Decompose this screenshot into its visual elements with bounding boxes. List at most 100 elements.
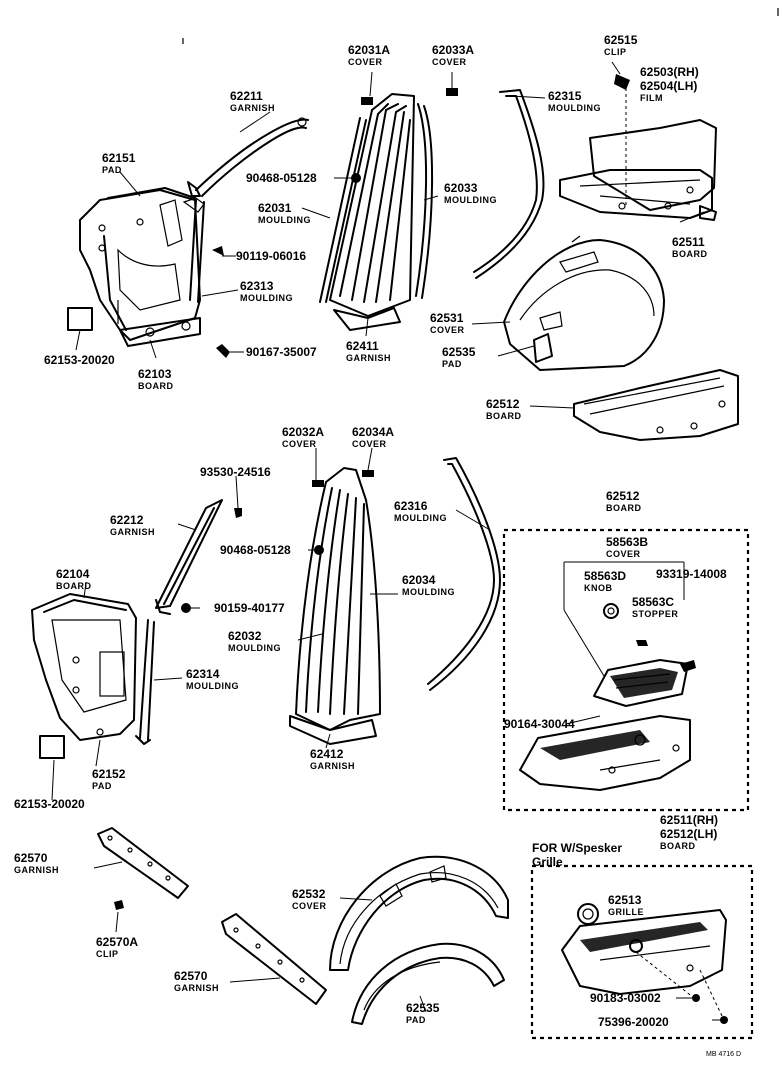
part-name: MOULDING: [240, 293, 293, 303]
part-number: 62315: [548, 89, 582, 103]
callout-62153a: 62153-20020: [44, 353, 115, 367]
callout-62504: 62504(LH)FILM: [640, 79, 697, 103]
part-number: 62411: [346, 339, 379, 353]
part-name: PAD: [406, 1015, 426, 1025]
diagram-code: MB 4716 D: [706, 1051, 741, 1058]
part-name: CLIP: [96, 949, 119, 959]
part-number: 62511(RH): [660, 813, 718, 827]
callout-90468a: 90468-05128: [246, 171, 317, 185]
part-name: MOULDING: [444, 195, 497, 205]
callout-90183: 90183-03002: [590, 991, 661, 1005]
part-number: 62316: [394, 499, 428, 513]
part-number: 62104: [56, 567, 90, 581]
grille-board-drawing: [561, 903, 728, 1024]
pad-62535-drawing: [351, 942, 505, 1025]
part-number: 90119-06016: [236, 249, 306, 263]
part-number: 93319-14008: [656, 567, 727, 581]
callout-90167: 90167-35007: [246, 345, 317, 359]
part-number: 62031: [258, 201, 292, 215]
part-number: 62031A: [348, 43, 390, 57]
part-number: 58563B: [606, 535, 648, 549]
part-number: 62570A: [96, 935, 138, 949]
part-number: 62531: [430, 311, 464, 325]
part-number: 62034: [402, 573, 436, 587]
part-number: 58563D: [584, 569, 626, 583]
callout-75396: 75396-20020: [598, 1015, 669, 1029]
part-name: PAD: [92, 781, 112, 791]
callout-93319: 93319-14008: [656, 567, 727, 581]
part-number: 62535: [442, 345, 476, 359]
part-number: 62032A: [282, 425, 324, 439]
part-number: 62513: [608, 893, 642, 907]
part-name: COVER: [348, 57, 383, 67]
part-name: COVER: [292, 901, 327, 911]
part-number: 62153-20020: [44, 353, 115, 367]
part-number: 62511: [672, 235, 705, 249]
part-number: 62515: [604, 33, 638, 47]
part-number: 62314: [186, 667, 220, 681]
board-62512-drawing: [573, 369, 739, 441]
option-note-line1: FOR W/Spesker: [532, 841, 622, 855]
part-labels: 62211GARNISH62151PAD62031ACOVER62033ACOV…: [14, 33, 727, 1029]
part-name: BOARD: [138, 381, 174, 391]
part-name: BOARD: [672, 249, 708, 259]
part-number: 62032: [228, 629, 262, 643]
callout-90164: 90164-30044: [504, 717, 575, 731]
part-number: 90167-35007: [246, 345, 317, 359]
callout-62512c: 62512(LH)BOARD: [660, 827, 717, 851]
part-number: 75396-20020: [598, 1015, 669, 1029]
part-name: COVER: [282, 439, 317, 449]
callout-93530: 93530-24516: [200, 465, 271, 479]
part-name: MOULDING: [548, 103, 601, 113]
part-name: BOARD: [56, 581, 92, 591]
part-number: 62512: [606, 489, 640, 503]
part-name: GARNISH: [110, 527, 155, 537]
part-name: COVER: [606, 549, 641, 559]
part-number: 62503(RH): [640, 65, 699, 79]
part-name: COVER: [432, 57, 467, 67]
part-number: 62512: [486, 397, 520, 411]
part-number: 90468-05128: [246, 171, 317, 185]
part-number: 62212: [110, 513, 144, 527]
cover-62532-drawing: [329, 855, 509, 971]
part-number: 62033: [444, 181, 478, 195]
option-box-speaker-grille: [530, 864, 754, 1040]
part-drawings: [31, 8, 779, 1040]
part-name: GARNISH: [310, 761, 355, 771]
part-name: GARNISH: [230, 103, 275, 113]
part-number: 58563C: [632, 595, 674, 609]
part-number: 90183-03002: [590, 991, 661, 1005]
board-62512-alt-drawing: [519, 715, 691, 791]
part-number: 62504(LH): [640, 79, 697, 93]
part-number: 62034A: [352, 425, 394, 439]
part-name: MOULDING: [186, 681, 239, 691]
callout-62503: 62503(RH): [640, 65, 699, 79]
part-number: 62535: [406, 1001, 440, 1015]
garnish-62570-a-drawing: [97, 827, 189, 899]
callout-90159: 90159-40177: [214, 601, 285, 615]
option-box-speaker-cover: [502, 528, 750, 812]
part-name: GARNISH: [346, 353, 391, 363]
part-name: PAD: [102, 165, 122, 175]
callout-62153b: 62153-20020: [14, 797, 85, 811]
